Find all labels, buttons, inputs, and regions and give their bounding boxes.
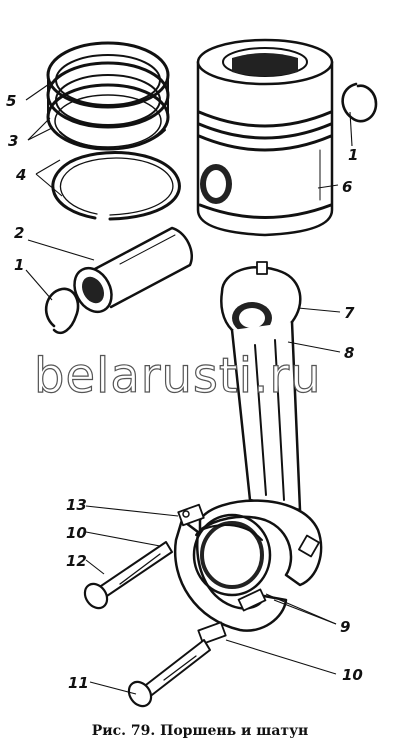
callout-2: 2 xyxy=(14,224,24,242)
callout-11: 11 xyxy=(68,674,89,692)
circlip-left xyxy=(44,287,80,335)
oil-scraper-ring xyxy=(51,150,181,221)
callout-10-lower: 10 xyxy=(342,666,363,684)
rod-cap-and-bearings xyxy=(173,503,288,645)
figure-caption: Рис. 79. Поршень и шатун xyxy=(92,723,309,739)
connecting-rod xyxy=(198,261,323,587)
piston-pin xyxy=(73,226,194,314)
callout-labels: 5 3 4 2 1 1 6 7 8 13 10 12 9 11 10 xyxy=(6,92,363,692)
circlip-right xyxy=(341,82,378,123)
callout-3: 3 xyxy=(8,132,18,150)
callout-8: 8 xyxy=(344,344,354,362)
watermark-text: belarusti.ru xyxy=(34,348,321,404)
callout-5: 5 xyxy=(6,92,16,110)
callout-6: 6 xyxy=(342,178,352,196)
leader-lines xyxy=(25,81,353,695)
callout-4: 4 xyxy=(15,166,26,184)
callout-12: 12 xyxy=(66,552,87,570)
callout-1-right: 1 xyxy=(348,146,358,164)
rod-bolt-lower xyxy=(127,639,211,708)
rod-bolt-upper xyxy=(83,541,173,610)
piston-rings-stack xyxy=(46,41,170,151)
callout-13: 13 xyxy=(66,496,87,514)
callout-10-upper: 10 xyxy=(66,524,87,542)
callout-9: 9 xyxy=(340,618,350,636)
callout-7: 7 xyxy=(344,304,355,322)
callout-1-left: 1 xyxy=(14,256,24,274)
piston xyxy=(196,38,334,237)
